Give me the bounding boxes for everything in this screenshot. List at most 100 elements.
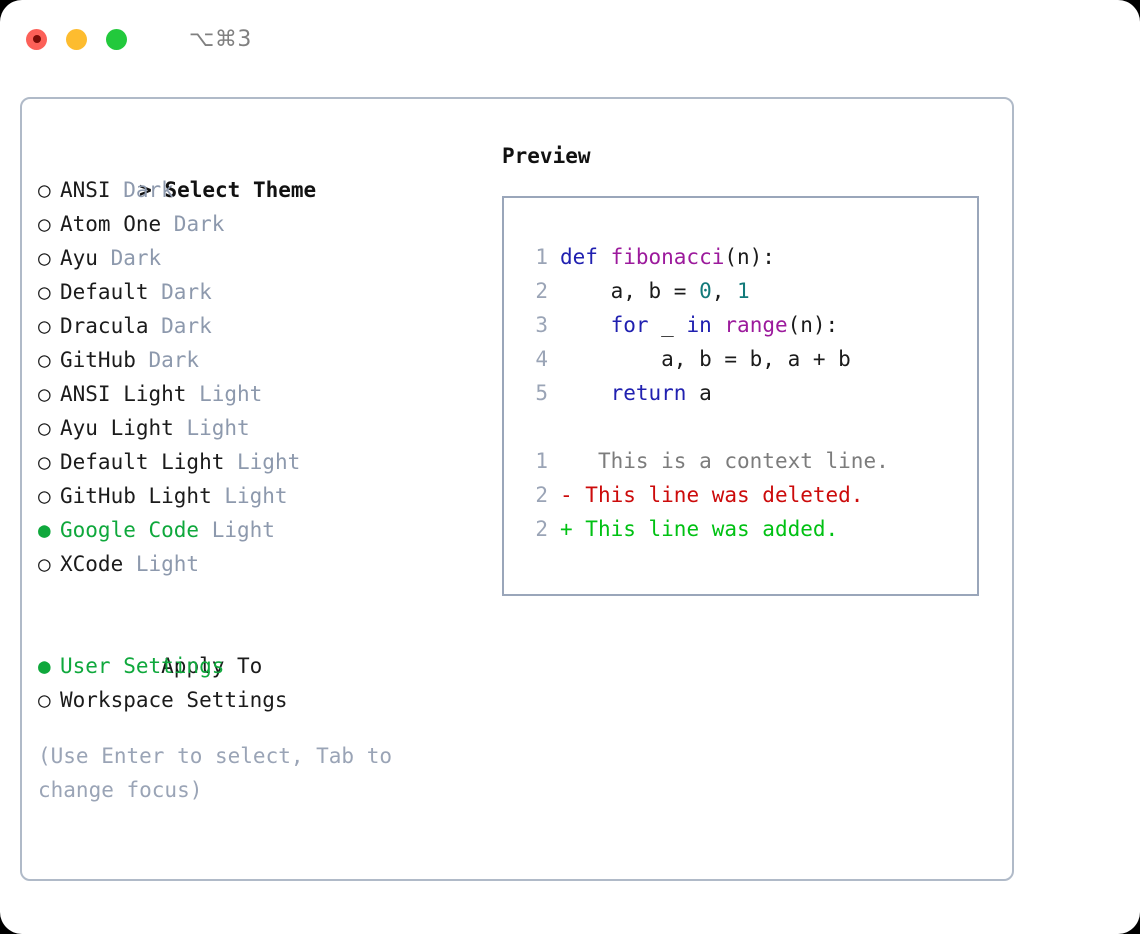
theme-name-label: XCode [60,552,124,576]
select-theme-heading-label: Select Theme [164,178,317,202]
theme-name-label: GitHub Light [60,484,212,508]
theme-name-label: Google Code [60,518,200,542]
radio-unselected-icon[interactable]: ○ [38,178,51,202]
theme-variant-tag: Light [186,382,263,406]
code-token [560,381,611,405]
minimize-window-button[interactable] [66,28,87,50]
select-theme-heading: > Select Theme [38,139,478,202]
theme-list: ○ANSI Dark○Atom One Dark○Ayu Dark○Defaul… [38,173,478,581]
radio-unselected-icon[interactable]: ○ [38,280,51,304]
preview-title: Preview [502,144,591,168]
code-token: range [724,313,788,337]
theme-variant-tag: Light [123,552,200,576]
theme-name-label: Ayu [60,246,98,270]
radio-unselected-icon[interactable]: ○ [38,688,51,712]
radio-unselected-icon[interactable]: ○ [38,382,51,406]
theme-list-item[interactable]: ○ANSI Dark [38,173,478,207]
diff-marker: - [560,483,573,507]
code-token: , [711,279,738,303]
code-token: def [560,245,611,269]
diff-line: 1 This is a context line. [522,444,977,478]
radio-unselected-icon[interactable]: ○ [38,484,51,508]
keyboard-hint-text: (Use Enter to select, Tab to change focu… [38,744,393,802]
diff-text: This line was deleted. [572,483,864,507]
code-token: _ [648,313,687,337]
keyboard-shortcut-label: ⌥⌘3 [189,26,252,52]
line-number: 2 [535,517,548,541]
code-line: 3 for _ in range(n): [522,308,977,342]
apply-to-list-item[interactable]: ○ Workspace Settings [38,683,478,717]
code-token: for [610,313,649,337]
diff-spacer [522,410,977,444]
close-window-button[interactable] [26,28,47,50]
radio-unselected-icon[interactable]: ○ [38,314,51,338]
theme-variant-tag: Dark [148,280,212,304]
theme-list-item[interactable]: ○Default Light Light [38,445,478,479]
radio-unselected-icon[interactable]: ○ [38,450,51,474]
theme-name-label: Default [60,280,149,304]
radio-unselected-icon[interactable]: ○ [38,246,51,270]
theme-variant-tag: Dark [148,314,212,338]
radio-unselected-icon[interactable]: ○ [38,212,51,236]
code-token [560,313,611,337]
code-token: a, b = b, a + b [560,347,851,371]
diff-text: This line was added. [572,517,839,541]
theme-list-item[interactable]: ○ Ayu Light Light [38,411,478,445]
theme-name-label: ANSI Light [60,382,187,406]
title-bar: ⌥⌘3 [0,0,1140,78]
line-number: 5 [535,381,548,405]
theme-name-label: Default Light [60,450,225,474]
radio-unselected-icon[interactable]: ○ [38,348,51,372]
theme-variant-tag: Light [199,518,275,542]
apply-to-label: Workspace Settings [60,688,288,712]
code-token: (n): [787,313,839,337]
diff-line: 2+ This line was added. [522,512,977,546]
diff-text: This is a context line. [572,449,889,473]
theme-list-item[interactable]: ○ Dracula Dark [38,309,478,343]
line-number: 1 [535,449,548,473]
maximize-window-button[interactable] [106,28,127,50]
theme-list-item[interactable]: ○Ayu Dark [38,241,478,275]
section-spacer [38,581,478,615]
caret-icon: > [139,178,152,202]
radio-selected-icon[interactable]: ● [38,654,51,678]
theme-list-item[interactable]: ○ ANSI Light Light [38,377,478,411]
line-number: 3 [535,313,548,337]
diff-marker [560,449,573,473]
theme-list-item[interactable]: ○ Default Dark [38,275,478,309]
code-line: 2 a, b = 0, 1 [522,274,977,308]
apply-to-label: User Settings [60,654,225,678]
diff-sample: 1 This is a context line.2- This line wa… [522,444,977,546]
theme-name-label: Atom One [60,212,162,236]
code-token: in [686,313,712,337]
theme-list-item[interactable]: ○GitHub Dark [38,343,478,377]
theme-name-label: Dracula [60,314,149,338]
theme-list-item[interactable]: ○ XCode Light [38,547,478,581]
code-token: fibonacci [610,245,725,269]
theme-name-label: Ayu Light [60,416,174,440]
radio-unselected-icon[interactable]: ○ [38,552,51,576]
theme-list-item[interactable]: ○Atom One Dark [38,207,478,241]
theme-list-item[interactable]: ● Google Code Light [38,513,478,547]
line-number: 4 [535,347,548,371]
code-token: a [686,381,712,405]
apply-to-list: ● User Settings ○ Workspace Settings [38,649,478,717]
theme-variant-tag: Light [173,416,250,440]
apply-to-list-item[interactable]: ● User Settings [38,649,478,683]
line-number: 2 [535,483,548,507]
theme-list-item[interactable]: ○ GitHub Light Light [38,479,478,513]
code-line: 5 return a [522,376,977,410]
radio-selected-icon[interactable]: ● [38,518,51,542]
diff-line: 2- This line was deleted. [522,478,977,512]
radio-unselected-icon[interactable]: ○ [38,416,51,440]
code-token: 1 [737,279,750,303]
theme-name-label: ANSI [60,178,111,202]
code-token: 0 [699,279,712,303]
code-line: 4 a, b = b, a + b [522,342,977,376]
line-number: 1 [535,245,548,269]
dialog-card: > Select Theme ○ANSI Dark○Atom One Dark○… [20,97,1014,881]
theme-variant-tag: Light [211,484,288,508]
